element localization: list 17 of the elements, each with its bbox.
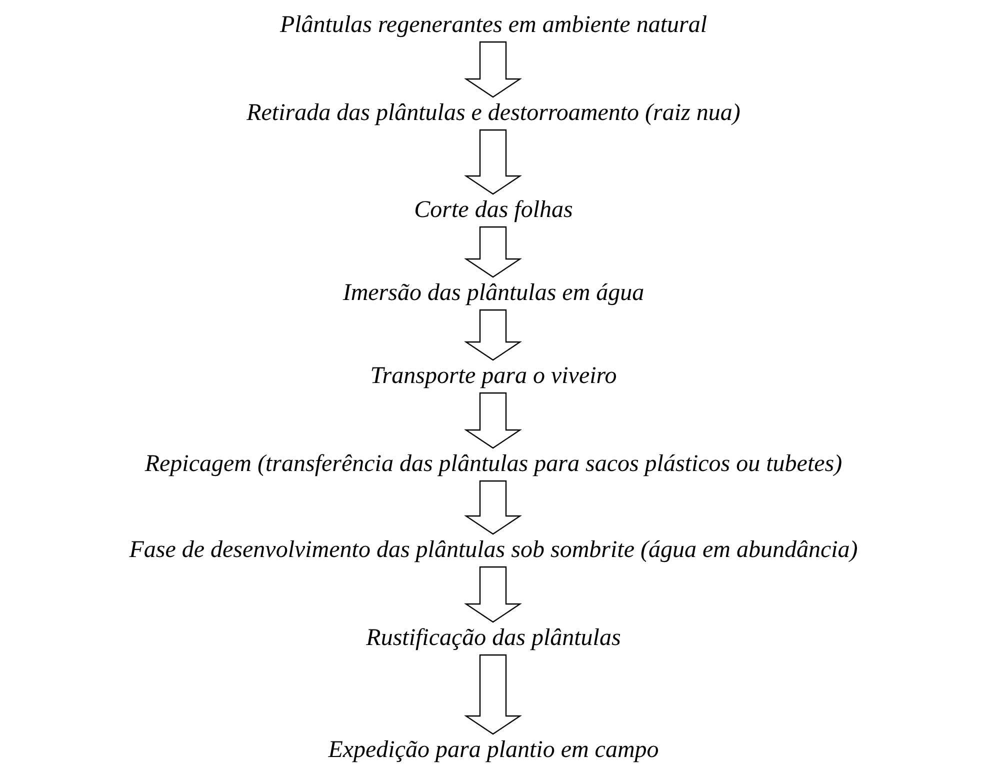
step-text: Expedição para plantio em campo xyxy=(328,736,659,764)
block-arrow xyxy=(464,566,522,623)
step-text: Transporte para o viveiro xyxy=(370,362,617,390)
step-text: Rustificação das plântulas xyxy=(366,624,621,652)
block-arrow xyxy=(464,654,522,735)
step-text: Corte das folhas xyxy=(414,196,573,224)
block-arrow xyxy=(464,129,522,195)
block-arrow xyxy=(464,480,522,535)
step-text: Fase de desenvolvimento das plântulas sob sombrite (água em abundância) xyxy=(129,536,858,564)
block-arrow xyxy=(464,309,522,361)
block-arrow xyxy=(464,41,522,98)
block-arrow xyxy=(464,226,522,278)
step-text: Retirada das plântulas e destorroamento (raiz nua) xyxy=(246,99,740,127)
step-text: Repicagem (transferência das plântulas para sacos plásticos ou tubetes) xyxy=(144,450,842,478)
step-text: Imersão das plântulas em água xyxy=(342,279,644,307)
block-arrow xyxy=(464,392,522,449)
step-text: Plântulas regenerantes em ambiente natural xyxy=(280,11,708,39)
